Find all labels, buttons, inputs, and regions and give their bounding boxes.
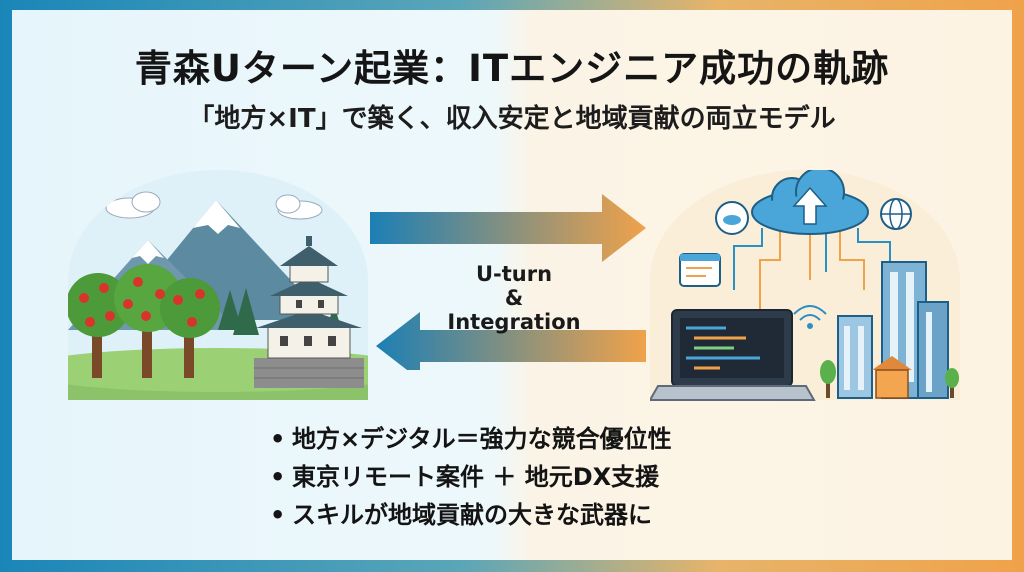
chat-window-icon xyxy=(679,253,721,287)
slide-title: 青森Uターン起業：ITエンジニア成功の軌跡 xyxy=(134,47,890,90)
globe-icon xyxy=(880,198,912,230)
label-line-integration: Integration xyxy=(447,310,581,334)
laptop-icon xyxy=(650,309,816,401)
u-turn-integration-label: U-turn & Integration xyxy=(414,262,614,334)
tree-icon xyxy=(820,360,959,398)
list-item-text: 東京リモート案件 ＋ 地元DX支援 xyxy=(292,463,660,491)
slide-panel: 青森Uターン起業：ITエンジニア成功の軌跡 「地方×IT」で築く、収入安定と地域… xyxy=(12,10,1012,560)
list-item: •地方×デジタル＝強力な競合優位性 xyxy=(270,420,672,458)
list-item-text: スキルが地域貢献の大きな武器に xyxy=(292,501,652,529)
slide-subtitle: 「地方×IT」で築く、収入安定と地域貢献の両立モデル xyxy=(188,104,836,134)
cloud-upload-icon xyxy=(751,170,869,235)
arrow-right-icon xyxy=(370,194,646,262)
cloud-icon xyxy=(105,191,323,220)
arrow-left-icon xyxy=(376,312,646,370)
bullet-dot: • xyxy=(270,425,286,453)
exchange-arrows xyxy=(370,194,646,370)
it-scene-illustration xyxy=(650,170,960,401)
list-item: •スキルが地域貢献の大きな武器に xyxy=(270,496,672,534)
list-item-text: 地方×デジタル＝強力な競合優位性 xyxy=(292,425,672,453)
list-item: •東京リモート案件 ＋ 地元DX支援 xyxy=(270,458,672,496)
city-buildings-icon xyxy=(837,261,949,399)
bullet-dot: • xyxy=(270,501,286,529)
wifi-icon xyxy=(793,305,827,329)
small-cloud-icon xyxy=(715,201,749,235)
castle-icon xyxy=(254,236,364,388)
label-line-ampersand: & xyxy=(504,286,524,310)
aomori-scene-illustration xyxy=(68,170,368,400)
apple-tree-icon xyxy=(68,264,220,378)
label-line-uturn: U-turn xyxy=(475,262,553,286)
bullet-dot: • xyxy=(270,463,286,491)
benefit-list: •地方×デジタル＝強力な競合優位性 •東京リモート案件 ＋ 地元DX支援 •スキ… xyxy=(270,420,672,534)
